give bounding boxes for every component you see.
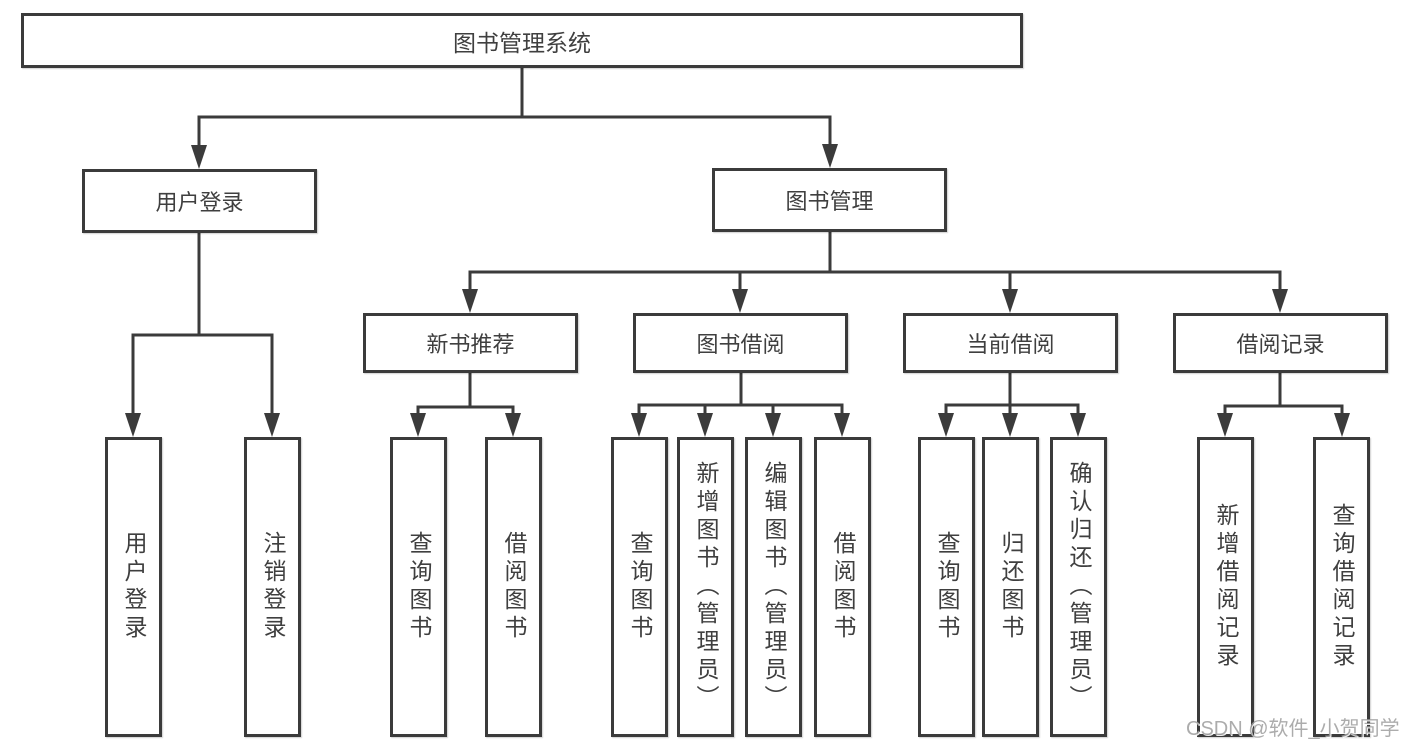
leaf-query-books-current-label: 查询图书	[934, 531, 960, 643]
connector-book-mgmt-to-level3	[462, 232, 1288, 313]
connector-user-login-to-leaves	[125, 233, 280, 437]
connector-current-borrow-to-leaves	[938, 373, 1086, 437]
leaf-user-login: 用户登录	[105, 437, 162, 737]
root-node-label: 图书管理系统	[453, 29, 591, 56]
node-user-login-label: 用户登录	[155, 190, 244, 215]
node-new-book-recommendation: 新书推荐	[363, 313, 578, 373]
leaf-borrow-books-recommend-label: 借阅图书	[501, 531, 527, 643]
leaf-user-login-label: 用户登录	[121, 531, 147, 643]
node-current-borrowing: 当前借阅	[903, 313, 1118, 373]
connector-borrow-record-to-leaves	[1217, 373, 1350, 437]
leaf-borrow-books-label: 借阅图书	[830, 531, 856, 643]
leaf-query-books-borrow-label: 查询图书	[627, 531, 653, 643]
leaf-query-books-recommend-label: 查询图书	[406, 531, 432, 643]
leaf-query-books-borrow: 查询图书	[611, 437, 668, 737]
leaf-edit-books-admin: 编辑图书（管理员）	[745, 437, 802, 737]
leaf-add-books-admin: 新增图书（管理员）	[677, 437, 734, 737]
leaf-query-books-recommend: 查询图书	[390, 437, 447, 737]
leaf-return-books: 归还图书	[982, 437, 1039, 737]
node-borrowing-records-label: 借阅记录	[1236, 332, 1325, 357]
root-node-library-system: 图书管理系统	[21, 13, 1023, 68]
leaf-return-books-label: 归还图书	[998, 531, 1024, 643]
node-book-borrowing: 图书借阅	[633, 313, 848, 373]
leaf-add-borrow-record: 新增借阅记录	[1197, 437, 1254, 737]
node-borrowing-records: 借阅记录	[1173, 313, 1388, 373]
node-book-management-label: 图书管理	[785, 189, 874, 214]
leaf-confirm-return-admin-label: 确认归还（管理员）	[1066, 461, 1092, 713]
connector-root-to-level2	[191, 68, 838, 169]
leaf-logout: 注销登录	[244, 437, 301, 737]
node-user-login: 用户登录	[82, 169, 317, 233]
leaf-query-borrow-record: 查询借阅记录	[1313, 437, 1370, 737]
leaf-confirm-return-admin: 确认归还（管理员）	[1050, 437, 1107, 737]
leaf-query-books-current: 查询图书	[918, 437, 975, 737]
leaf-borrow-books: 借阅图书	[814, 437, 871, 737]
leaf-logout-label: 注销登录	[260, 531, 286, 643]
connector-new-book-to-leaves	[410, 373, 521, 437]
connector-book-borrow-to-leaves	[631, 373, 850, 437]
node-new-book-recommendation-label: 新书推荐	[426, 332, 515, 357]
node-current-borrowing-label: 当前借阅	[966, 332, 1055, 357]
node-book-management: 图书管理	[712, 168, 947, 232]
leaf-query-borrow-record-label: 查询借阅记录	[1329, 503, 1355, 671]
leaf-add-borrow-record-label: 新增借阅记录	[1213, 503, 1239, 671]
node-book-borrowing-label: 图书借阅	[696, 332, 785, 357]
leaf-add-books-admin-label: 新增图书（管理员）	[693, 461, 719, 713]
leaf-edit-books-admin-label: 编辑图书（管理员）	[761, 461, 787, 713]
leaf-borrow-books-recommend: 借阅图书	[485, 437, 542, 737]
